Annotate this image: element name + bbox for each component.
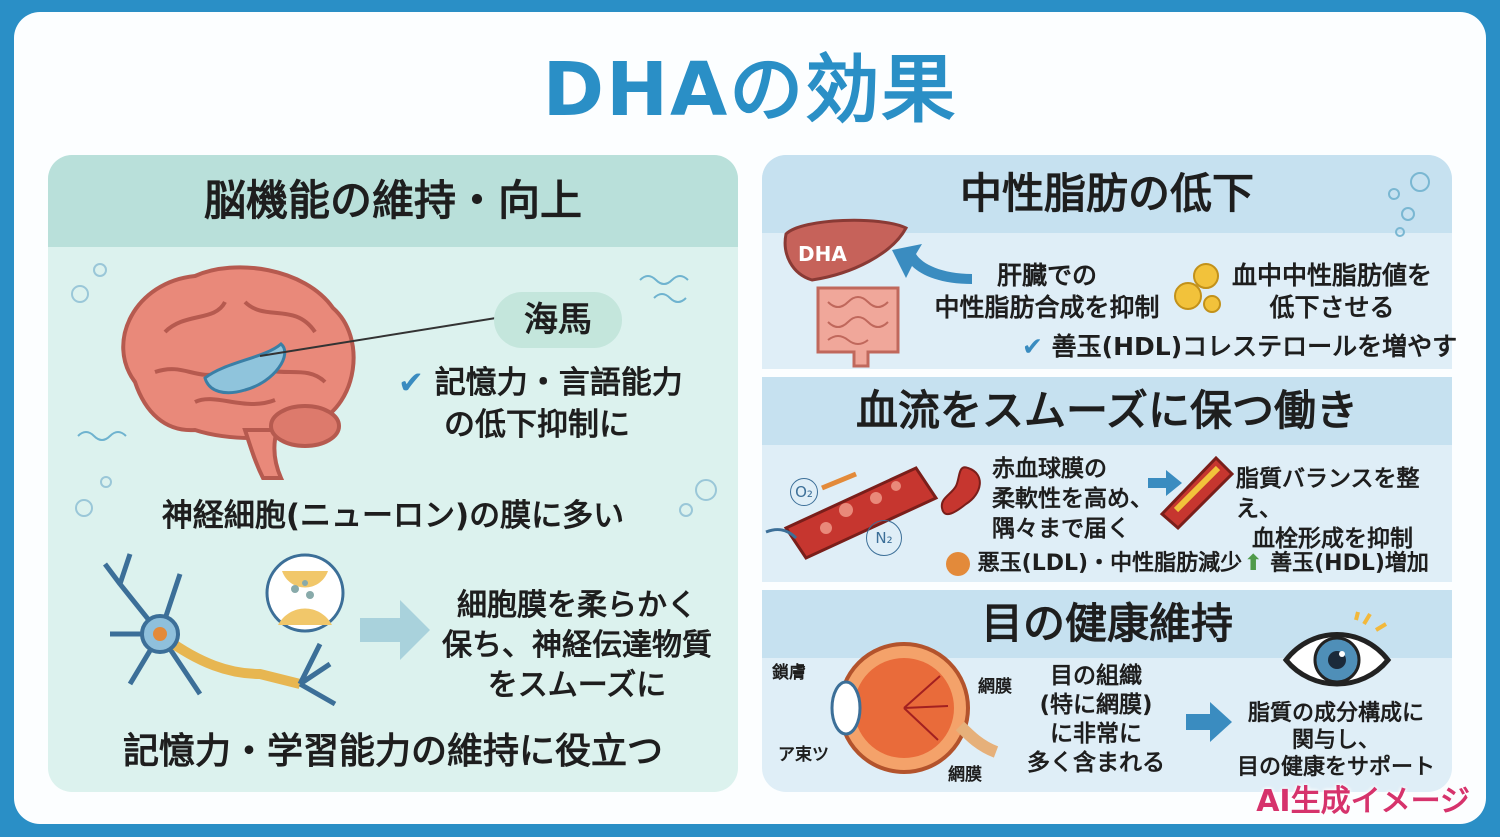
membrane-line-1: 細胞膜を柔らかく (457, 588, 697, 623)
fat-droplet-icon (1174, 263, 1221, 313)
neuron-icon (103, 553, 337, 707)
ldl-line: 悪玉(LDL)・中性脂肪減少 (977, 551, 1243, 576)
liver-text: 肝臓での 中性脂肪合成を抑制 (922, 260, 1172, 324)
check-icon: ✔ (398, 365, 424, 401)
rbc-text: 赤血球膜の 柔軟性を高め、 隅々まで届く (992, 454, 1162, 544)
eye-label-top: 鎖膚 (772, 663, 806, 683)
arrow-up-icon: ⬆ (1244, 551, 1263, 576)
artery-icon (1159, 455, 1235, 531)
hdl-increase-line: 善玉(HDL)増加 (1270, 551, 1429, 576)
ai-generated-watermark: AI生成イメージ (1256, 784, 1470, 819)
check-icon: ✔ (1022, 332, 1043, 361)
eye-support-text: 脂質の成分構成に 関与し、 目の健康をサポート (1228, 700, 1444, 781)
eyeball-cross-section-icon (830, 642, 999, 774)
hippocampus-pointer-line (259, 317, 497, 357)
support-line-3: 目の健康をサポート (1236, 755, 1435, 780)
eye-label-retina-2: 網膜 (948, 765, 982, 785)
o2-label: O₂ (790, 478, 818, 506)
fat-panel: 中性脂肪の低下 (762, 155, 1452, 369)
bubbles-decoration (1388, 172, 1430, 237)
brain-icon (121, 265, 356, 480)
arrow-left-icon (892, 244, 972, 284)
main-title: DHAの効果 (542, 47, 958, 133)
tissue-text: 目の組織 (特に網膜) に非常に 多く含まれる (1018, 662, 1174, 778)
tissue-line-2: (特に網膜) (1039, 692, 1153, 718)
rbc-line-3: 隅々まで届く (992, 516, 1130, 542)
lipid-line-2: 血栓形成を抑制 (1252, 526, 1413, 552)
eye-label-retina-1: 網膜 (978, 677, 1012, 697)
blood-panel-heading: 血流をスムーズに保つ働き (762, 377, 1452, 445)
arrow-right-icon (360, 600, 430, 660)
brain-check-line-1: 記憶力・言語能力 (434, 365, 683, 401)
eye-icon (1282, 611, 1392, 687)
ldl-text: 悪玉(LDL)・中性脂肪減少 (946, 550, 1242, 578)
blood-vessel-icon (765, 466, 939, 560)
brain-check-text: ✔ 記憶力・言語能力 の低下抑制に (398, 362, 683, 446)
bubbles-decoration (71, 263, 717, 517)
hippocampus-badge: 海馬 (494, 292, 622, 348)
membrane-text: 細胞膜を柔らかく 保ち、神経伝達物質 をスムーズに (432, 586, 722, 706)
support-line-2: 関与し、 (1291, 728, 1380, 753)
tissue-line-3: に非常に (1050, 721, 1142, 747)
brain-panel: 脳機能の維持・向上 (48, 155, 738, 792)
rbc-line-1: 赤血球膜の (992, 456, 1107, 482)
support-line-1: 脂質の成分構成に (1247, 701, 1424, 726)
rbc-line-2: 柔軟性を高め、 (992, 486, 1153, 512)
red-blood-cell-icon (940, 466, 981, 516)
lipid-line-1: 脂質バランスを整え、 (1236, 466, 1420, 522)
lipid-text: 脂質バランスを整え、 血栓形成を抑制 (1236, 464, 1450, 554)
liver-line-2: 中性脂肪合成を抑制 (934, 293, 1160, 322)
arrow-right-icon (1148, 470, 1182, 496)
tissue-line-1: 目の組織 (1050, 663, 1142, 689)
no2-label: N₂ (866, 520, 902, 556)
membrane-line-2: 保ち、神経伝達物質 (442, 628, 712, 663)
intestine-icon (816, 286, 900, 368)
arrow-right-icon (1186, 702, 1232, 742)
hdl-line: 善玉(HDL)コレステロールを増やす (1051, 332, 1458, 361)
angry-face-icon (946, 552, 970, 576)
eye-panel-heading: 目の健康維持 (762, 590, 1452, 658)
brain-check-line-2: の低下抑制に (444, 407, 630, 443)
liver-dha-label: DHA (798, 242, 847, 266)
neuron-caption: 神経細胞(ニューロン)の膜に多い (161, 498, 625, 534)
liver-line-1: 肝臓での (996, 261, 1097, 290)
blood-fat-text: 血中中性脂肪値を 低下させる (1222, 260, 1442, 324)
hdl-text: ✔ 善玉(HDL)コレステロールを増やす (1022, 330, 1457, 364)
eye-label-bottom: ア束ツ (778, 745, 829, 765)
brain-footer: 記憶力・学習能力の維持に役立つ (122, 731, 663, 772)
liver-icon (783, 218, 909, 282)
synapse-icon (265, 553, 345, 633)
blood-fat-line-1: 血中中性脂肪値を (1231, 261, 1432, 290)
blood-fat-line-2: 低下させる (1269, 293, 1395, 322)
hdl-increase-text: ⬆ 善玉(HDL)増加 (1244, 550, 1429, 578)
tissue-line-4: 多く含まれる (1027, 750, 1165, 776)
brain-panel-heading: 脳機能の維持・向上 (48, 155, 738, 247)
membrane-line-3: をスムーズに (487, 668, 667, 703)
